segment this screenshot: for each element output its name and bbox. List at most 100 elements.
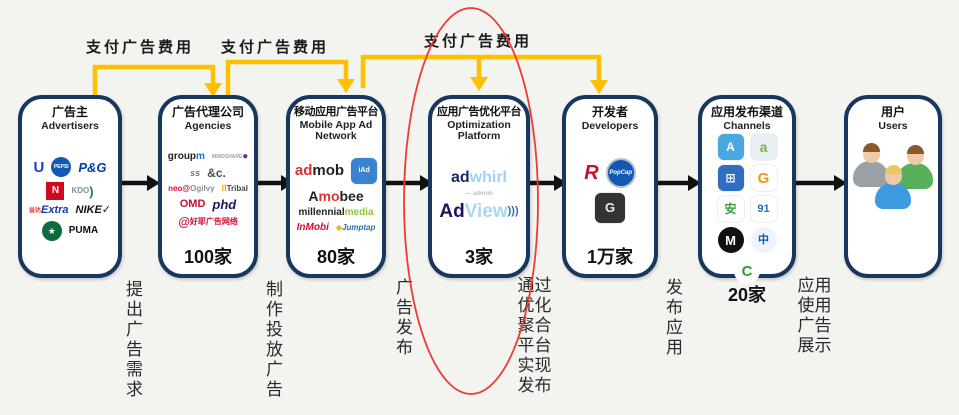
- amobee-logo-text: mo: [318, 187, 340, 204]
- optimization-platform-title-zh: 应用广告优化平台: [437, 106, 522, 118]
- user-figure-hair: [906, 145, 924, 155]
- payment-arrow-heads: [204, 77, 608, 97]
- red-brand-logo-text: N: [51, 185, 60, 197]
- advertisers-title-zh: 广告主: [51, 105, 88, 119]
- neo-ogilvy-logo: neo@Ogilvy: [168, 183, 215, 193]
- user-figure-hair: [884, 165, 902, 175]
- pg-logo-text: P&G: [78, 159, 107, 175]
- windows-marketplace-icon-text: ⊞: [725, 171, 736, 186]
- puma-logo: PUMA: [69, 226, 98, 236]
- mindshare-logo-text: MINDSHARE: [211, 153, 243, 160]
- user-figure-head: [884, 165, 902, 186]
- adwhirl-byline-text: — admob: [465, 190, 493, 197]
- unilever-logo: U: [33, 160, 44, 175]
- puma-logo-text: PUMA: [68, 225, 99, 237]
- tribal-logo-text: Tribal: [226, 183, 248, 193]
- omd-logo: OMD: [180, 199, 206, 210]
- china-mobile-icon: 中: [750, 227, 777, 254]
- kdo-green-logo: KDO): [71, 185, 93, 198]
- phd-logo: phd: [212, 198, 236, 211]
- users-clipart: [851, 142, 935, 232]
- pepsi-logo-text: PEPSI: [53, 163, 69, 170]
- mindshare-logo: MINDSHARE●: [212, 152, 248, 162]
- flow-label-app-usage-ad-display: 应用使用广告展示: [797, 276, 832, 356]
- green-swirl-icon: C: [734, 258, 760, 285]
- developers-title-en: Developers: [581, 119, 639, 132]
- 91-assistant-icon: 91: [750, 196, 777, 223]
- users-box: 用户 Users: [844, 95, 942, 278]
- user-figure-head: [906, 145, 924, 166]
- adwhirl-logo-text: ad: [450, 168, 470, 186]
- admob-logo-text: ad: [294, 162, 313, 180]
- flow-label-create-place-ads: 制作投放广告: [266, 280, 283, 400]
- user-figure-hair: [862, 143, 880, 153]
- starbucks-logo-text: ★: [47, 225, 56, 236]
- agencies-count: 100家: [183, 247, 233, 267]
- jumptap-logo-text: Jumptap: [342, 222, 376, 232]
- neo-ogilvy-logo-text: Ogilvy: [190, 183, 215, 193]
- windows-marketplace-icon: ⊞: [717, 165, 744, 192]
- user-figure-body: [875, 183, 911, 210]
- nike-logo: NIKE✓: [76, 205, 112, 216]
- millennialmedia-logo-text: media: [344, 206, 374, 218]
- kdo-green-logo-text: ): [89, 183, 94, 199]
- mindshare-logo-text: ●: [242, 151, 249, 163]
- gfan-icon: G: [750, 165, 777, 192]
- channels-count: 20家: [727, 285, 767, 306]
- payment-arrow-1: [92, 64, 216, 96]
- payment-arrowhead-1: [204, 83, 222, 97]
- nike-logo-text: ✓: [101, 204, 112, 217]
- payment-arrowhead-3: [470, 77, 488, 91]
- android-market-icon: a: [750, 134, 777, 161]
- script-agency-logo-text: ss: [190, 167, 201, 178]
- adwhirl-byline: — admob: [436, 191, 522, 197]
- users-title-zh: 用户: [880, 105, 905, 119]
- unilever-logo-text: U: [33, 158, 45, 176]
- adview-logo-text: ))): [507, 204, 519, 217]
- adview-logo-text: View: [464, 200, 508, 222]
- groupm-logo-text: group: [167, 151, 197, 163]
- omd-logo-text: OMD: [179, 198, 206, 211]
- optimization-platform-title-en: Optimization Platform: [447, 118, 511, 143]
- motorola-icon: M: [717, 227, 744, 254]
- tribal-logo-text: II: [221, 183, 227, 194]
- nike-logo-text: NIKE: [75, 204, 102, 217]
- iad-logo-text: iAd: [358, 167, 370, 175]
- pay-ad-fee-label-2: 支付广告费用: [221, 39, 330, 56]
- pay-ad-fee-label-1: 支付广告费用: [86, 39, 195, 56]
- allyes-adnetwork-logo: @ 好耶广告网络: [166, 216, 250, 228]
- popcap-logo-text: PopCap: [609, 169, 633, 176]
- kdo-green-logo-text: KDO: [71, 186, 90, 196]
- agencies-title-zh: 广告代理公司: [171, 105, 244, 119]
- gameloft-logo-text: G: [604, 200, 616, 216]
- pg-logo: P&G: [78, 161, 106, 174]
- extra-logo-text: Extra: [40, 204, 69, 217]
- user-figure-body: [853, 161, 889, 188]
- gfan-icon-text: G: [757, 169, 770, 187]
- developers-title-zh: 开发者: [591, 105, 628, 119]
- anzhi-market-icon: 安: [717, 196, 744, 223]
- 91-assistant-icon-text: 91: [757, 202, 770, 215]
- channels-title-en: Channels: [723, 119, 771, 132]
- adwhirl-logo-text: whirl: [469, 168, 507, 186]
- user-figure-head: [862, 143, 880, 164]
- payment-arrowhead-4: [590, 80, 608, 94]
- rovio-logo: R: [584, 163, 598, 183]
- advertisers-title-en: Advertisers: [41, 119, 99, 132]
- red-brand-logo: N: [46, 182, 65, 201]
- phd-logo-text: phd: [212, 197, 237, 213]
- mobile-ad-network-title-en: Mobile App Ad Network: [299, 118, 373, 143]
